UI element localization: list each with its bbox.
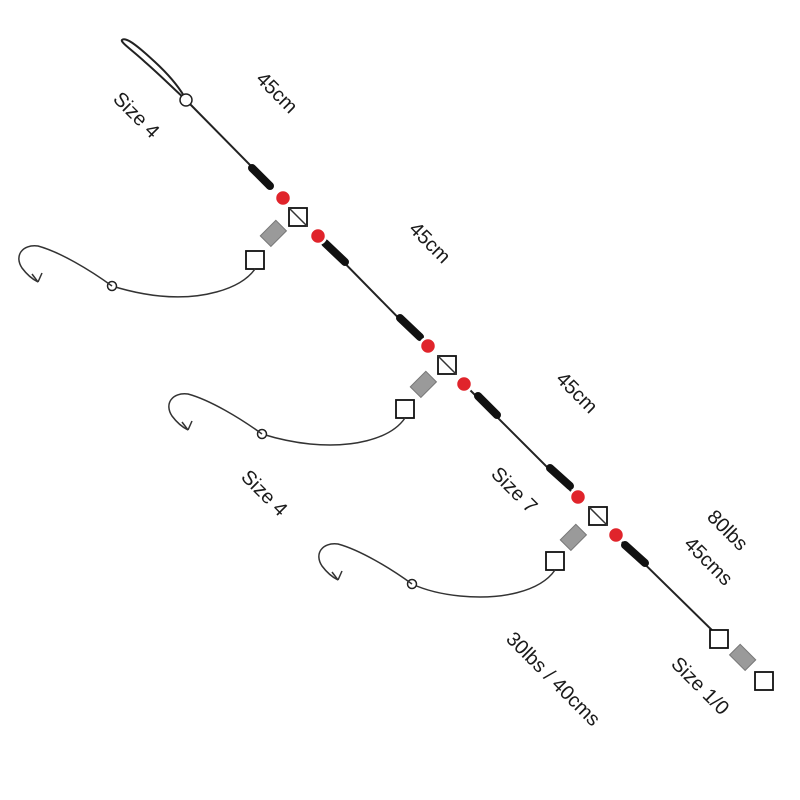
crimp-1	[259, 219, 288, 248]
bottom-box-1	[709, 629, 729, 649]
bait-clip	[120, 38, 193, 107]
sleeve-3	[396, 314, 424, 341]
sleeve-2	[321, 239, 349, 266]
label-top-length: 45cm	[251, 68, 301, 118]
bottom-box-2	[754, 671, 774, 691]
sleeve-1	[248, 164, 274, 190]
snood-swivel-3	[545, 551, 565, 571]
crimp-2	[409, 370, 438, 399]
bottom-swivel	[709, 629, 774, 691]
snood-swivel-1	[245, 250, 265, 270]
hook-2	[168, 393, 263, 435]
label-mid-length: 45cm	[404, 218, 454, 268]
snood-3	[318, 523, 588, 598]
swivel-1	[288, 207, 308, 227]
snood-2	[168, 370, 438, 446]
sleeve-5	[546, 464, 574, 490]
red-beads	[273, 188, 626, 545]
bottom-crimp	[728, 643, 757, 672]
bead-2	[308, 226, 328, 246]
bead-5	[568, 487, 588, 507]
snood-swivel-2	[395, 399, 415, 419]
clip-eye	[179, 93, 193, 107]
sleeve-6	[621, 541, 649, 567]
label-top-hook-size: Size 4	[108, 88, 163, 143]
sleeve-4	[474, 392, 501, 419]
label-snood-spec: 30lbs / 40cms	[501, 628, 604, 731]
bead-6	[606, 525, 626, 545]
bead-1	[273, 188, 293, 208]
crimp-3	[559, 523, 588, 552]
snood-1	[18, 219, 288, 298]
hook-1	[18, 245, 113, 287]
swivel-3	[588, 506, 608, 526]
label-lower-length: 45cm	[551, 368, 601, 418]
bead-4	[454, 374, 474, 394]
label-swivel-size: Size 1/0	[666, 653, 733, 720]
bead-3	[418, 336, 438, 356]
label-bead-size: Size 7	[486, 463, 541, 518]
hook-3	[318, 543, 413, 585]
label-mid-hook-size: Size 4	[236, 466, 291, 521]
swivel-2	[437, 355, 457, 375]
